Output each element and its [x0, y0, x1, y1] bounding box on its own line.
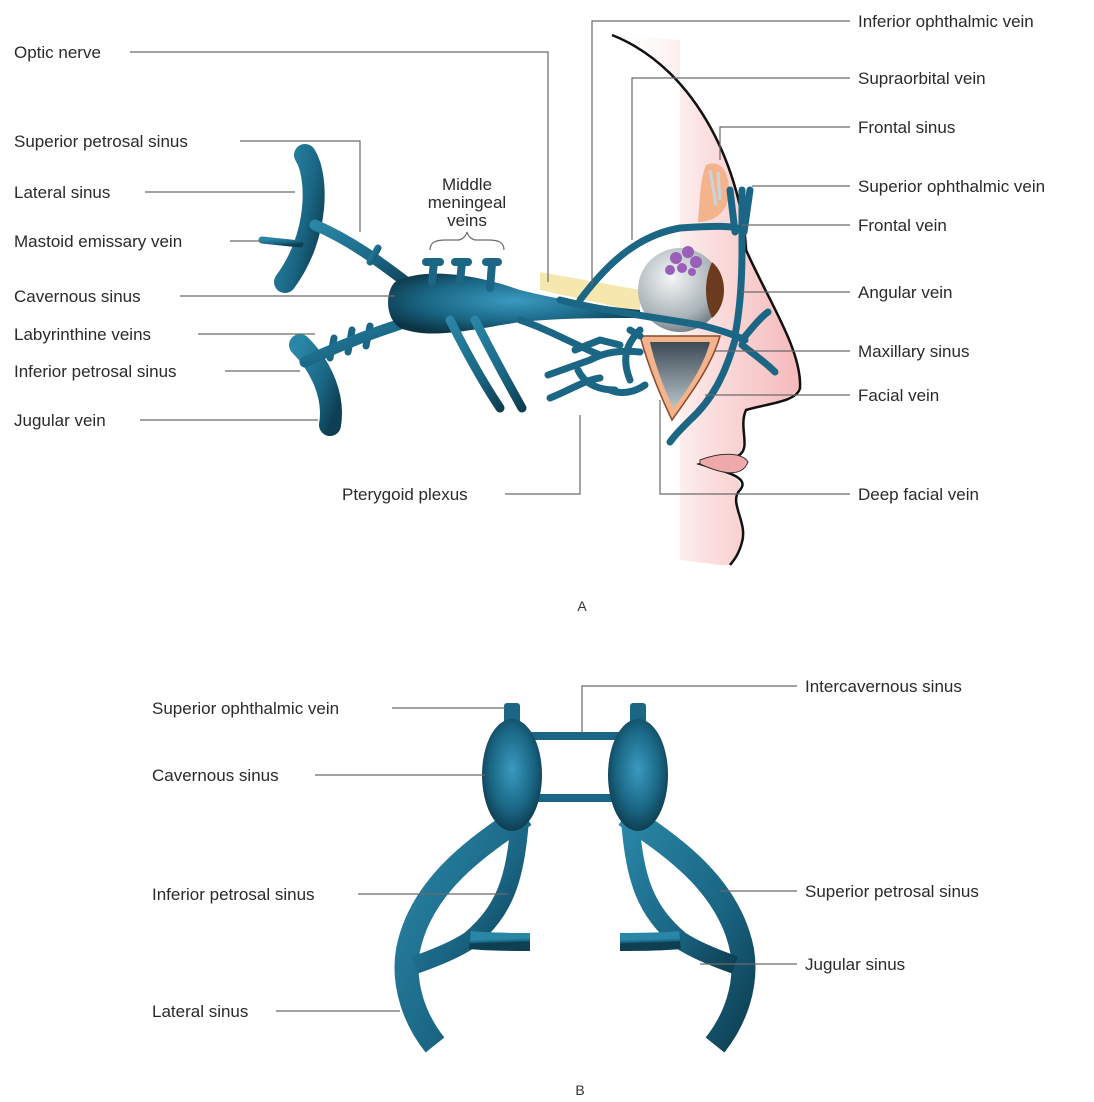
cavernous-sinus-b-right: [608, 719, 668, 831]
label-frontal-vein: Frontal vein: [858, 216, 947, 235]
label-middle-meningeal-2: meningeal: [428, 193, 506, 212]
lateral-sinus-a: [285, 155, 314, 282]
label-superior-ophthalmic-vein: Superior ophthalmic vein: [858, 177, 1045, 196]
label-b-inferior-petrosal-sinus: Inferior petrosal sinus: [152, 885, 315, 904]
intercavernous-sinus-upper: [530, 732, 620, 740]
label-deep-facial-vein: Deep facial vein: [858, 485, 979, 504]
caption-b: B: [575, 1082, 584, 1098]
panel-b-labels: Superior ophthalmic vein Cavernous sinus…: [152, 677, 979, 1098]
label-b-superior-petrosal-sinus: Superior petrosal sinus: [805, 882, 979, 901]
panel-b: [407, 703, 744, 1045]
label-b-cavernous-sinus: Cavernous sinus: [152, 766, 279, 785]
label-jugular-vein: Jugular vein: [14, 411, 106, 430]
intercavernous-sinus-lower: [530, 794, 620, 802]
label-b-lateral-sinus: Lateral sinus: [152, 1002, 248, 1021]
label-b-jugular-sinus: Jugular sinus: [805, 955, 905, 974]
label-superior-petrosal-sinus: Superior petrosal sinus: [14, 132, 188, 151]
label-supraorbital-vein: Supraorbital vein: [858, 69, 986, 88]
label-frontal-sinus: Frontal sinus: [858, 118, 955, 137]
label-pterygoid-plexus: Pterygoid plexus: [342, 485, 468, 504]
label-angular-vein: Angular vein: [858, 283, 953, 302]
label-inferior-ophthalmic-vein: Inferior ophthalmic vein: [858, 12, 1034, 31]
label-b-intercavernous-sinus: Intercavernous sinus: [805, 677, 962, 696]
caption-a: A: [577, 598, 587, 614]
cavernous-sinus-b-left: [482, 719, 542, 831]
label-maxillary-sinus: Maxillary sinus: [858, 342, 969, 361]
label-cavernous-sinus: Cavernous sinus: [14, 287, 141, 306]
label-labyrinthine-veins: Labyrinthine veins: [14, 325, 151, 344]
label-facial-vein: Facial vein: [858, 386, 939, 405]
label-middle-meningeal-3: veins: [447, 211, 487, 230]
label-b-superior-ophthalmic-vein: Superior ophthalmic vein: [152, 699, 339, 718]
label-mastoid-emissary-vein: Mastoid emissary vein: [14, 232, 182, 251]
label-middle-meningeal-1: Middle: [442, 175, 492, 194]
label-lateral-sinus: Lateral sinus: [14, 183, 110, 202]
mastoid-emissary-vein-shape: [262, 240, 300, 244]
lateral-sinus-b-left: [407, 815, 525, 1045]
label-optic-nerve: Optic nerve: [14, 43, 101, 62]
label-inferior-petrosal-sinus: Inferior petrosal sinus: [14, 362, 177, 381]
lateral-sinus-b-right: [625, 815, 743, 1045]
superior-petrosal-sinus-a: [315, 225, 410, 285]
